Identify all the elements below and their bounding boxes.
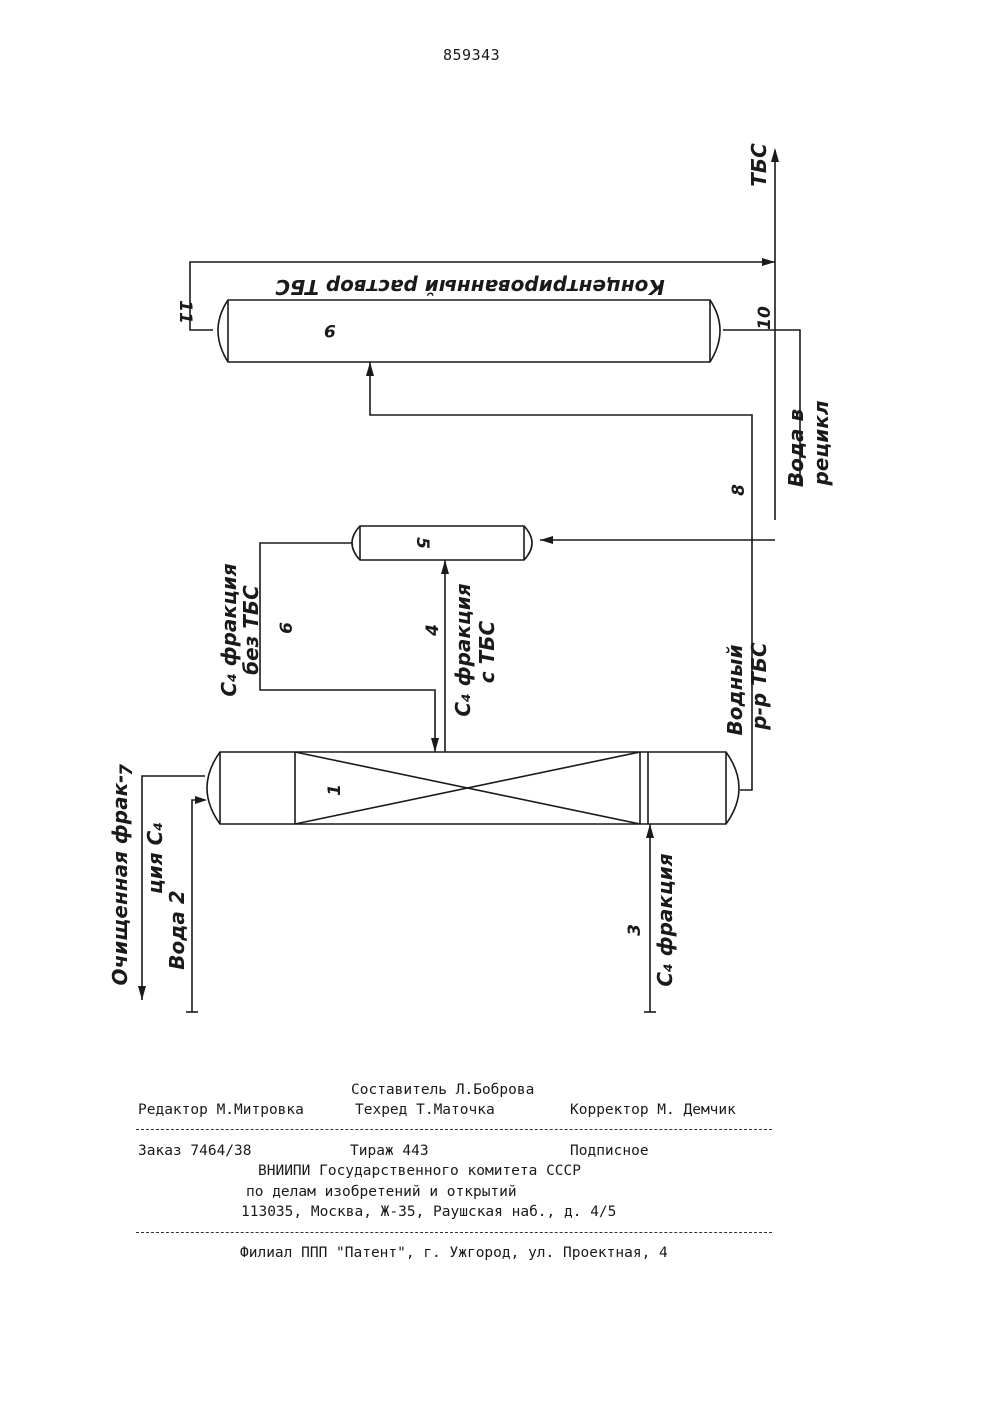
- vessel-9: [218, 300, 720, 362]
- vessel-5: [352, 526, 532, 560]
- order: Заказ 7464/38: [138, 1143, 252, 1159]
- compiler: Составитель Л.Боброва: [351, 1082, 534, 1098]
- label-purified-2: ция С₄: [143, 822, 167, 894]
- colophon: Составитель Л.Боброва Редактор М.Митровк…: [0, 0, 1000, 304]
- label-c4-with-tbs-1: С₄ фракция: [451, 583, 475, 716]
- arrow-head-icon: [646, 824, 654, 838]
- label-water-2: Вода 2: [165, 890, 189, 970]
- label-n9: 9: [324, 320, 336, 340]
- label-n5: 5: [412, 537, 432, 549]
- label-n7: 7: [117, 764, 137, 776]
- label-n3: 3: [625, 924, 645, 936]
- stream-2-line: [192, 800, 205, 1012]
- divider: [136, 1129, 772, 1130]
- org-address: 113035, Москва, Ж-35, Раушская наб., д. …: [241, 1204, 616, 1220]
- org-line2: по делам изобретений и открытий: [246, 1184, 517, 1200]
- column-1: [207, 752, 739, 824]
- divider: [136, 1232, 772, 1233]
- label-n1: 1: [325, 784, 345, 796]
- label-c4-without-tbs-1: С₄ фракция: [217, 563, 241, 696]
- label-c4-feed: С₄ фракция: [653, 853, 677, 986]
- label-aqueous-tbs-1: Водный: [723, 644, 747, 735]
- label-n6: 6: [277, 622, 297, 634]
- feed-to-vessel-9-line: [370, 362, 752, 790]
- label-purified-1: Очищенная фрак-: [108, 775, 132, 986]
- arrow-head-icon: [366, 362, 374, 376]
- arrow-head-icon: [431, 738, 439, 752]
- label-c4-with-tbs-2: с ТБС: [475, 620, 499, 683]
- label-n8: 8: [729, 484, 749, 496]
- arrow-head-icon: [195, 796, 207, 804]
- corrector: Корректор М. Демчик: [570, 1102, 736, 1118]
- label-c4-without-tbs-2: без ТБС: [239, 585, 263, 675]
- label-water-recycle-1: Вода в: [784, 409, 808, 487]
- label-n4: 4: [423, 624, 443, 637]
- arrow-head-icon: [441, 560, 449, 574]
- arrow-head-icon: [540, 536, 553, 544]
- circulation: Тираж 443: [350, 1143, 429, 1159]
- arrow-head-icon: [138, 986, 146, 1000]
- editor: Редактор М.Митровка: [138, 1102, 304, 1118]
- label-aqueous-tbs-2: р-р ТБС: [747, 642, 771, 731]
- label-n10: 10: [755, 306, 775, 330]
- techred: Техред Т.Маточка: [355, 1102, 495, 1118]
- branch: Филиал ППП "Патент", г. Ужгород, ул. Про…: [240, 1245, 668, 1261]
- org-line1: ВНИИПИ Государственного комитета СССР: [258, 1163, 581, 1179]
- stream-6-line: [260, 543, 435, 752]
- subscription: Подписное: [570, 1143, 649, 1159]
- label-water-recycle-2: рецикл: [809, 400, 833, 486]
